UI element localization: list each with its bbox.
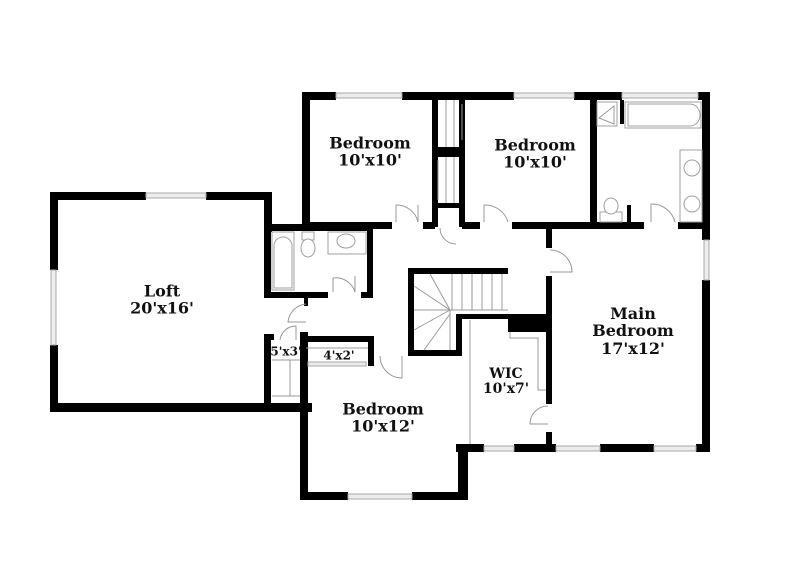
room-label-bedroom-2: Bedroom 10'x10'	[494, 135, 576, 172]
windows	[50, 92, 710, 500]
room-label-bedroom-1: Bedroom 10'x10'	[329, 133, 411, 170]
room-dimensions: 5'x3'	[270, 344, 302, 359]
staircase	[413, 273, 508, 351]
room-label-bedroom-3: Bedroom 10'x12'	[342, 399, 424, 436]
room-name: Loft	[143, 281, 181, 301]
room-dimensions: 10'x7'	[482, 381, 530, 397]
room-label-main-bedroom: Main Bedroom 17'x12'	[592, 305, 674, 357]
room-dimensions: 4'x2'	[323, 348, 355, 363]
doors	[279, 203, 676, 425]
room-label-closet-4x2: 4'x2'	[323, 348, 355, 363]
walls	[50, 92, 710, 500]
room-label-closet-5x3: 5'x3'	[270, 344, 302, 359]
room-name-line-1: Main	[610, 304, 656, 324]
room-dimensions: 10'x10'	[503, 153, 567, 172]
room-name: Bedroom	[342, 399, 424, 419]
room-dimensions: 17'x12'	[601, 338, 665, 358]
room-label-loft: Loft 20'x16'	[130, 281, 194, 318]
fixtures	[271, 100, 703, 444]
room-name: Bedroom	[494, 135, 576, 155]
room-name-line-2: Bedroom	[592, 321, 674, 341]
room-dimensions: 20'x16'	[130, 299, 194, 318]
room-label-wic: WIC 10'x7'	[482, 365, 530, 397]
room-dimensions: 10'x10'	[338, 151, 402, 170]
room-dimensions: 10'x12'	[351, 417, 415, 436]
room-name: WIC	[489, 365, 523, 382]
room-name: Bedroom	[329, 133, 411, 153]
